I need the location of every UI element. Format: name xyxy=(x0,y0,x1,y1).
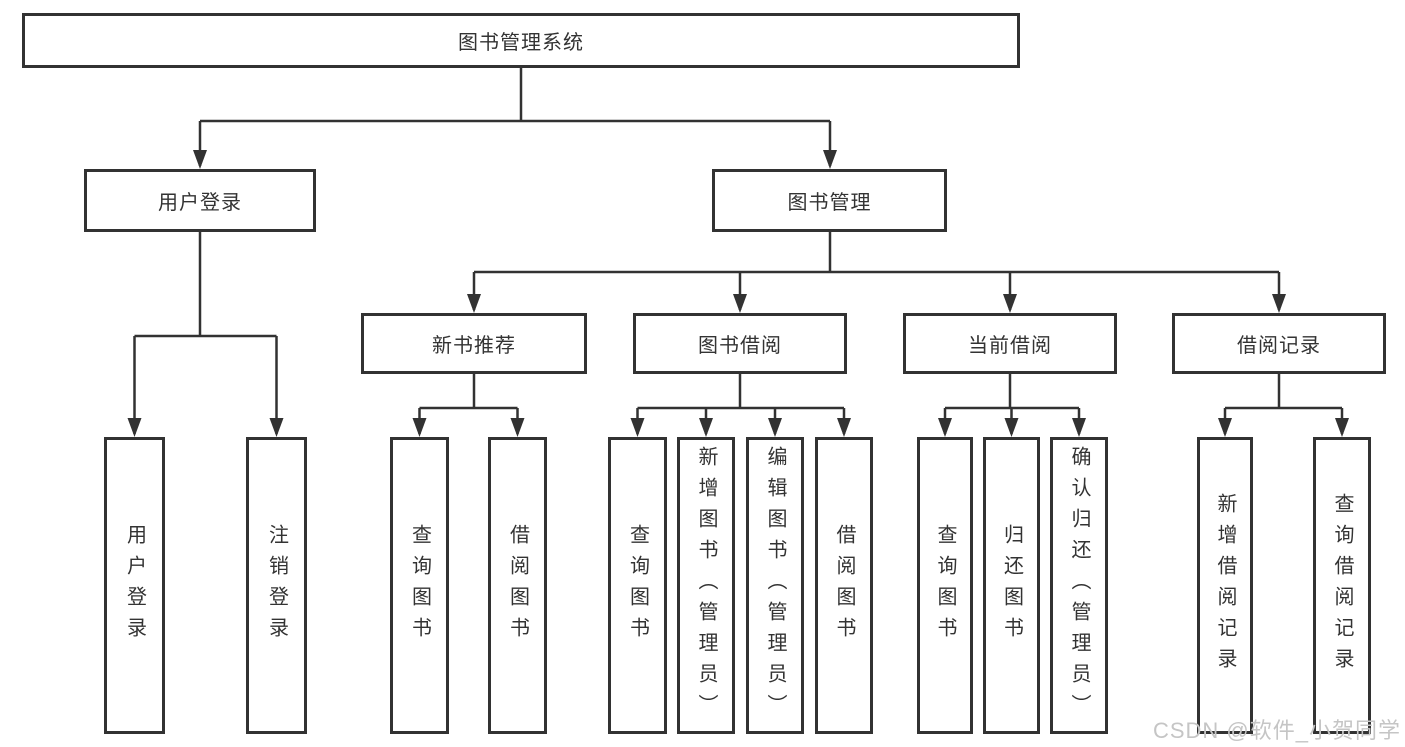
node-library-management-system: 图书管理系统 xyxy=(22,13,1020,68)
leaf-add-books-admin: 新增图书（管理员） xyxy=(677,437,735,734)
leaf-query-books-borrowing: 查询图书 xyxy=(608,437,667,734)
node-book-management: 图书管理 xyxy=(712,169,947,232)
node-user-login: 用户登录 xyxy=(84,169,316,232)
leaf-confirm-return-admin: 确认归还（管理员） xyxy=(1050,437,1108,734)
node-borrowing-records: 借阅记录 xyxy=(1172,313,1386,374)
leaf-logout: 注销登录 xyxy=(246,437,307,734)
leaf-return-books: 归还图书 xyxy=(983,437,1040,734)
leaf-query-books-current: 查询图书 xyxy=(917,437,973,734)
node-current-borrowing: 当前借阅 xyxy=(903,313,1117,374)
node-new-book-recommendation: 新书推荐 xyxy=(361,313,587,374)
leaf-edit-books-admin: 编辑图书（管理员） xyxy=(746,437,804,734)
leaf-query-borrow-record: 查询借阅记录 xyxy=(1313,437,1371,734)
csdn-watermark: CSDN @软件_小贺同学 xyxy=(1152,718,1401,743)
leaf-borrow-books-recommend: 借阅图书 xyxy=(488,437,547,734)
leaf-borrow-books: 借阅图书 xyxy=(815,437,873,734)
node-book-borrowing: 图书借阅 xyxy=(633,313,847,374)
leaf-user-login: 用户登录 xyxy=(104,437,165,734)
leaf-query-books-recommend: 查询图书 xyxy=(390,437,449,734)
arrowheads xyxy=(127,150,1349,437)
leaf-add-borrow-record: 新增借阅记录 xyxy=(1197,437,1253,734)
